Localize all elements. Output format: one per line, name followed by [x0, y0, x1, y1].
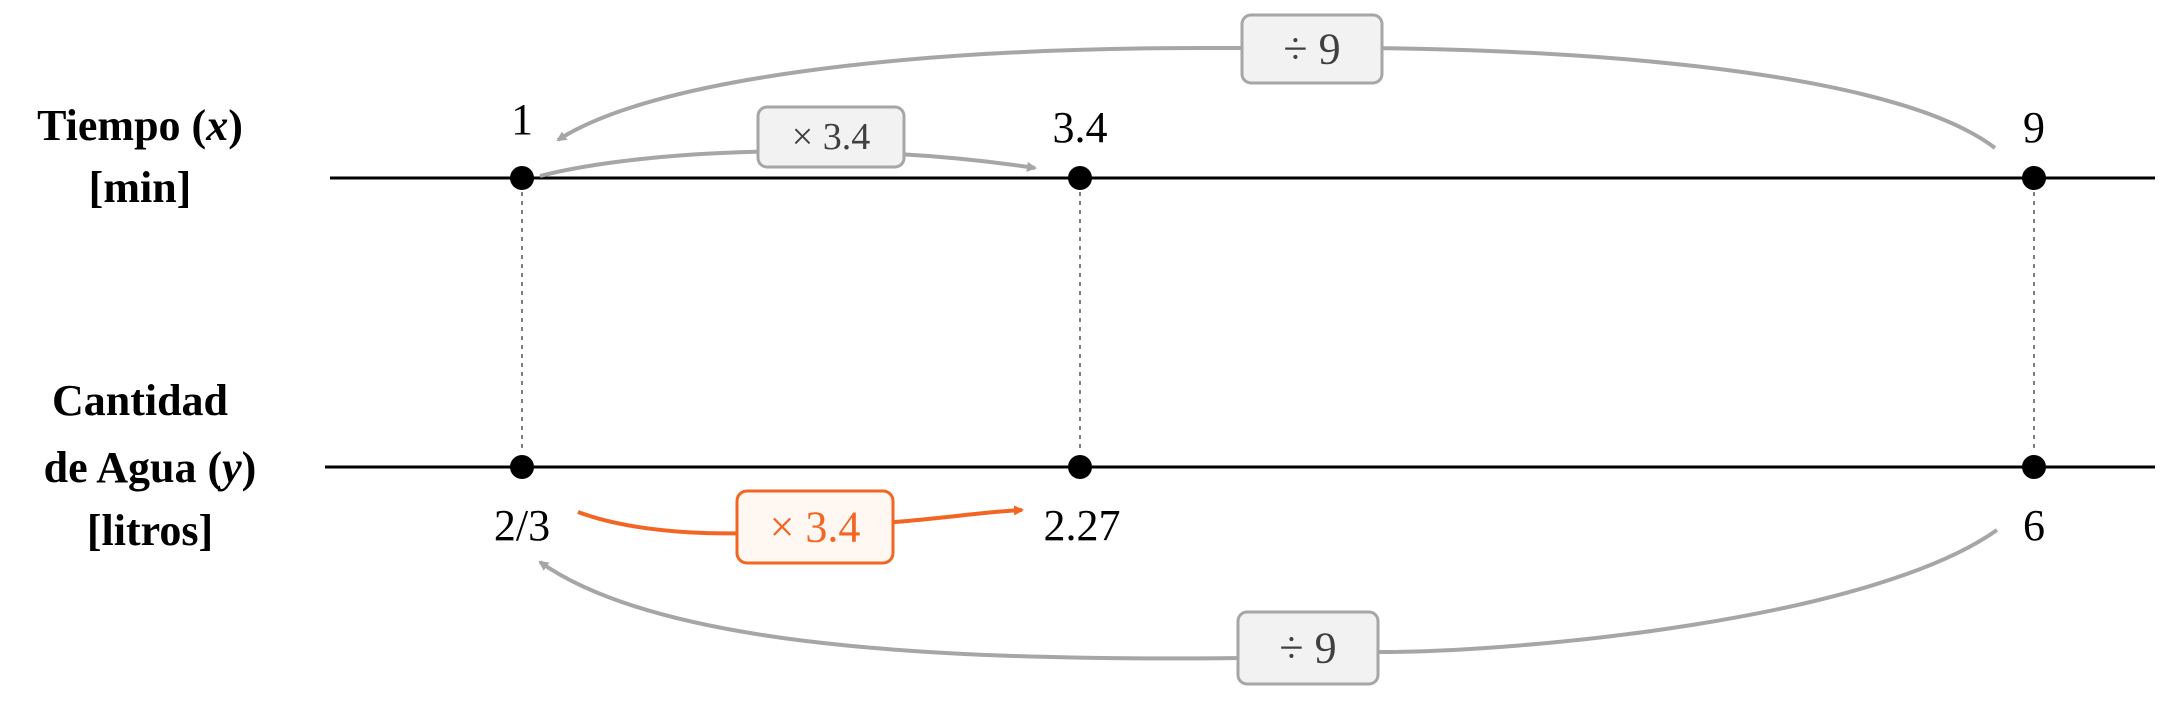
- bottom-multiply-box: [735, 489, 895, 565]
- bottom-divide-box: [1236, 610, 1380, 686]
- top-axis-label-close: ): [228, 101, 243, 150]
- bottom-axis-label: de Agua (y): [44, 443, 257, 492]
- top-multiply-box: [756, 105, 906, 169]
- top-multiply-arrow: [539, 149, 1037, 178]
- top-point-1: [510, 166, 534, 190]
- top-axis-label: Tiempo (x): [37, 101, 243, 150]
- bottom-multiply-label: × 3.4: [770, 503, 861, 552]
- bottom-point-3: [2022, 455, 2046, 479]
- top-axis-variable: x: [205, 101, 228, 150]
- bottom-point-1: [510, 455, 534, 479]
- bottom-value-2: 2.27: [1044, 501, 1121, 550]
- bottom-axis-label-text: de Agua (: [44, 443, 222, 492]
- bottom-divide-label: ÷ 9: [1279, 624, 1336, 673]
- top-divide-box: [1240, 13, 1384, 85]
- top-value-2: 3.4: [1053, 103, 1108, 152]
- top-value-1: 1: [511, 95, 533, 144]
- bottom-value-3: 6: [2023, 501, 2045, 550]
- top-point-3: [2022, 166, 2046, 190]
- bottom-axis-unit: [litros]: [87, 506, 213, 555]
- bottom-axis-label-close: ): [242, 443, 257, 492]
- top-multiply-label: × 3.4: [792, 116, 870, 158]
- top-axis-label-text: Tiempo (: [37, 101, 206, 150]
- bottom-point-2: [1068, 455, 1092, 479]
- top-axis-unit: [min]: [89, 163, 192, 212]
- bottom-value-1: 2/3: [494, 501, 550, 550]
- top-divide-label: ÷ 9: [1283, 25, 1340, 74]
- bottom-axis-variable: y: [217, 443, 242, 492]
- top-value-3: 9: [2023, 103, 2045, 152]
- bottom-axis-label-line1: Cantidad: [52, 376, 228, 425]
- top-point-2: [1068, 166, 1092, 190]
